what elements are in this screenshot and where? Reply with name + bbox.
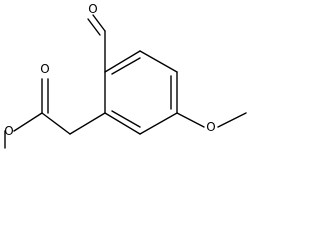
bond-ring-bottom-right <box>139 112 178 135</box>
bond-aldehyde-double-a <box>92 14 106 32</box>
bond-methoxy-o-to-methyl <box>217 112 247 128</box>
ester-oxygen-label: O <box>4 124 13 138</box>
bond-ch2-to-carbonyl <box>41 112 71 135</box>
methoxy-oxygen-label: O <box>206 120 215 134</box>
bond-ring-top-right <box>139 50 178 73</box>
bond-ring-bottom-left-inner <box>111 110 141 128</box>
bond-ring-top-left <box>104 50 141 73</box>
carbonyl-oxygen-label: O <box>40 62 49 76</box>
bond-ring-top-left-inner <box>111 57 141 75</box>
structure-diagram: O O O O <box>4 2 247 149</box>
bond-aldehyde-double-b <box>87 18 101 36</box>
aldehyde-oxygen-label: O <box>88 2 97 16</box>
bond-ring-to-ch2 <box>69 112 106 135</box>
bond-ring-to-methoxy-o <box>176 112 205 128</box>
bond-ring-bottom-left <box>104 112 141 135</box>
bonds <box>4 14 247 149</box>
atom-labels: O O O O <box>4 2 215 138</box>
bond-carbonyl-to-ester-o <box>13 112 43 132</box>
